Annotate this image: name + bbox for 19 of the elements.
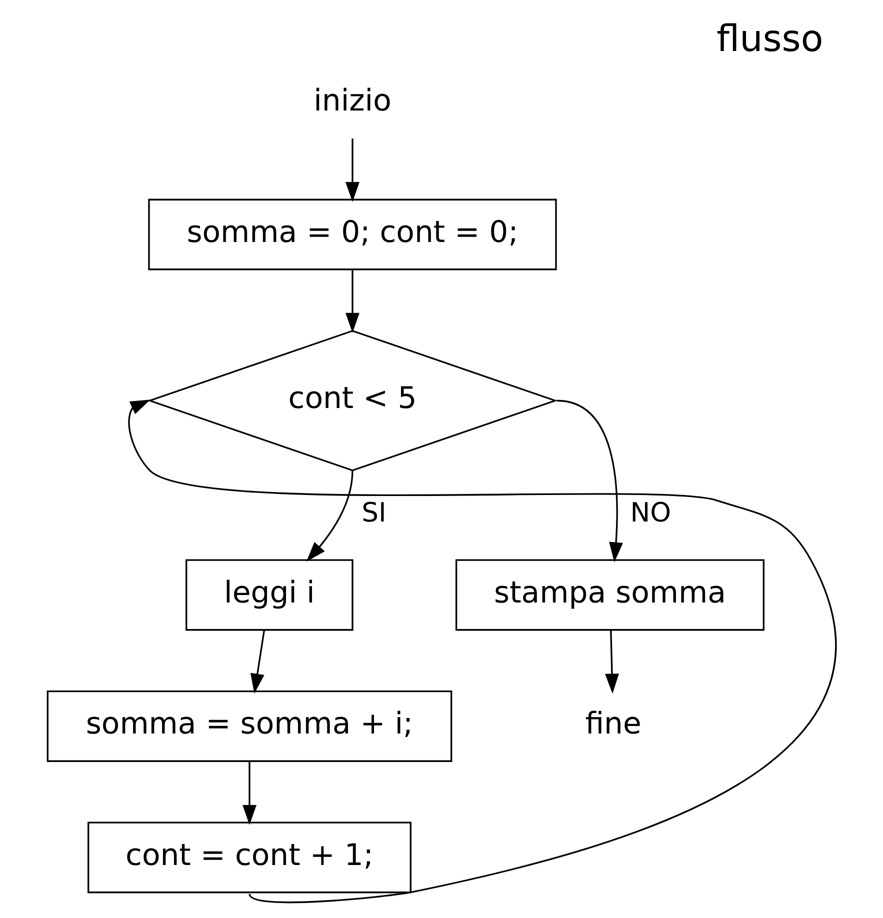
node-box: leggi i xyxy=(185,559,353,631)
node-text: fine xyxy=(584,706,641,742)
node-box: somma = 0; cont = 0; xyxy=(148,198,556,270)
arrow xyxy=(306,470,353,562)
edge-label: NO xyxy=(630,498,671,529)
edge-label: SI xyxy=(361,498,386,529)
node-box: cont = cont + 1; xyxy=(87,822,411,894)
arrow xyxy=(604,630,618,694)
arrow xyxy=(242,762,256,825)
arrow xyxy=(556,400,622,562)
arrow xyxy=(345,138,359,202)
node-diamond: cont < 5 xyxy=(146,330,558,472)
node-box: somma = somma + i; xyxy=(46,690,452,762)
node-text: inizio xyxy=(313,84,391,119)
diagram-title: flusso xyxy=(716,17,823,60)
arrow xyxy=(250,630,265,694)
node-box: stampa somma xyxy=(455,559,764,631)
arrow xyxy=(345,270,359,333)
arrow xyxy=(128,400,836,904)
